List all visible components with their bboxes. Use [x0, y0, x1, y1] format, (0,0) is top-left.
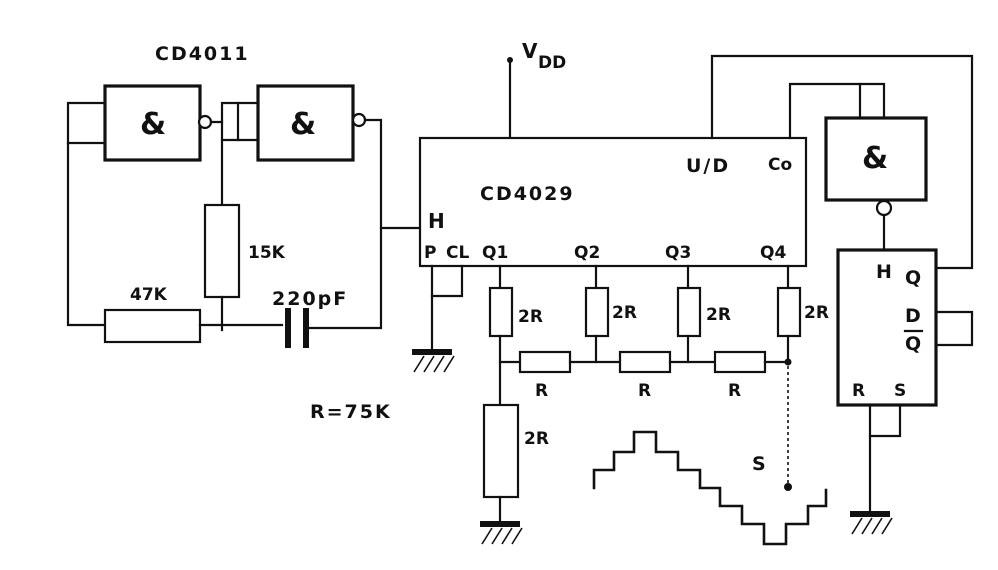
- resistor-2r-q2-label: 2R: [612, 303, 637, 323]
- ff-reset-pin: R: [852, 381, 865, 401]
- resistor-2r-q2: [584, 286, 610, 338]
- resistor-2r-q1: [488, 286, 514, 338]
- nand-gate-2: [256, 84, 355, 162]
- nand-gate-2-bubble: [351, 112, 367, 128]
- vdd-terminal: [507, 57, 513, 63]
- vdd-subscript: DD: [538, 53, 566, 73]
- ff-clock-h: H: [876, 261, 892, 283]
- nand-gate-1: [103, 84, 202, 162]
- nand-gate-2-symbol: &: [290, 107, 316, 142]
- cd4029-label: CD4029: [480, 183, 575, 205]
- cd4029-counter: [418, 136, 808, 268]
- ground-hatch-3: [851, 517, 893, 535]
- resistor-2r-q4: [776, 286, 802, 338]
- resistor-2r-q3-label: 2R: [706, 305, 731, 325]
- ground-hatch-2: [481, 527, 523, 545]
- resistor-2r-q3: [676, 286, 702, 338]
- resistor-r-2-label: R: [638, 381, 651, 401]
- ff-set-pin: S: [894, 381, 906, 401]
- up-down-pin: U/D: [686, 155, 730, 177]
- preset-pin: P: [424, 243, 436, 263]
- ff-qbar-pin: Q: [905, 333, 921, 355]
- resistor-r-1: [518, 350, 572, 374]
- vdd-label: V: [522, 39, 538, 63]
- resistor-47k: [103, 308, 202, 344]
- resistor-2r-bottom: [482, 403, 520, 499]
- resistor-2r-q1-label: 2R: [518, 307, 543, 327]
- nand-gate-3: [824, 116, 928, 202]
- capacitor-label: 220pF: [272, 288, 348, 310]
- q1-pin: Q1: [482, 243, 508, 263]
- ff-d-pin: D: [905, 305, 921, 327]
- nand-gate-3-bubble: [875, 199, 893, 217]
- resistor-2r-bottom-label: 2R: [524, 429, 549, 449]
- nand-gate-3-symbol: &: [862, 141, 888, 176]
- counter-h-label: H: [428, 209, 445, 233]
- resistor-r-3: [713, 350, 767, 374]
- q3-pin: Q3: [665, 243, 691, 263]
- resistor-15k-label: 15K: [248, 243, 286, 263]
- carry-out-pin: Co: [768, 155, 792, 175]
- capacitor-220pf: [285, 308, 309, 348]
- ground-hatch-1: [413, 355, 455, 373]
- resistor-15k: [203, 203, 241, 299]
- d-flip-flop: [836, 248, 938, 407]
- nand-gate-1-bubble: [197, 114, 213, 130]
- ladder-node: [784, 358, 792, 366]
- cd4011-label: CD4011: [155, 43, 250, 65]
- resistor-r-1-label: R: [535, 381, 548, 401]
- resistor-47k-label: 47K: [130, 285, 168, 305]
- ff-q-pin: Q: [905, 267, 921, 289]
- clock-pin: CL: [446, 243, 469, 263]
- staircase-waveform: [592, 430, 828, 546]
- q2-pin: Q2: [574, 243, 600, 263]
- output-s-label: S: [752, 453, 766, 475]
- q4-pin: Q4: [760, 243, 786, 263]
- output-terminal: [784, 483, 792, 491]
- r-value-note: R=75K: [310, 401, 392, 423]
- resistor-2r-q4-label: 2R: [804, 303, 829, 323]
- resistor-r-2: [618, 350, 672, 374]
- resistor-r-3-label: R: [728, 381, 741, 401]
- nand-gate-1-symbol: &: [140, 107, 166, 142]
